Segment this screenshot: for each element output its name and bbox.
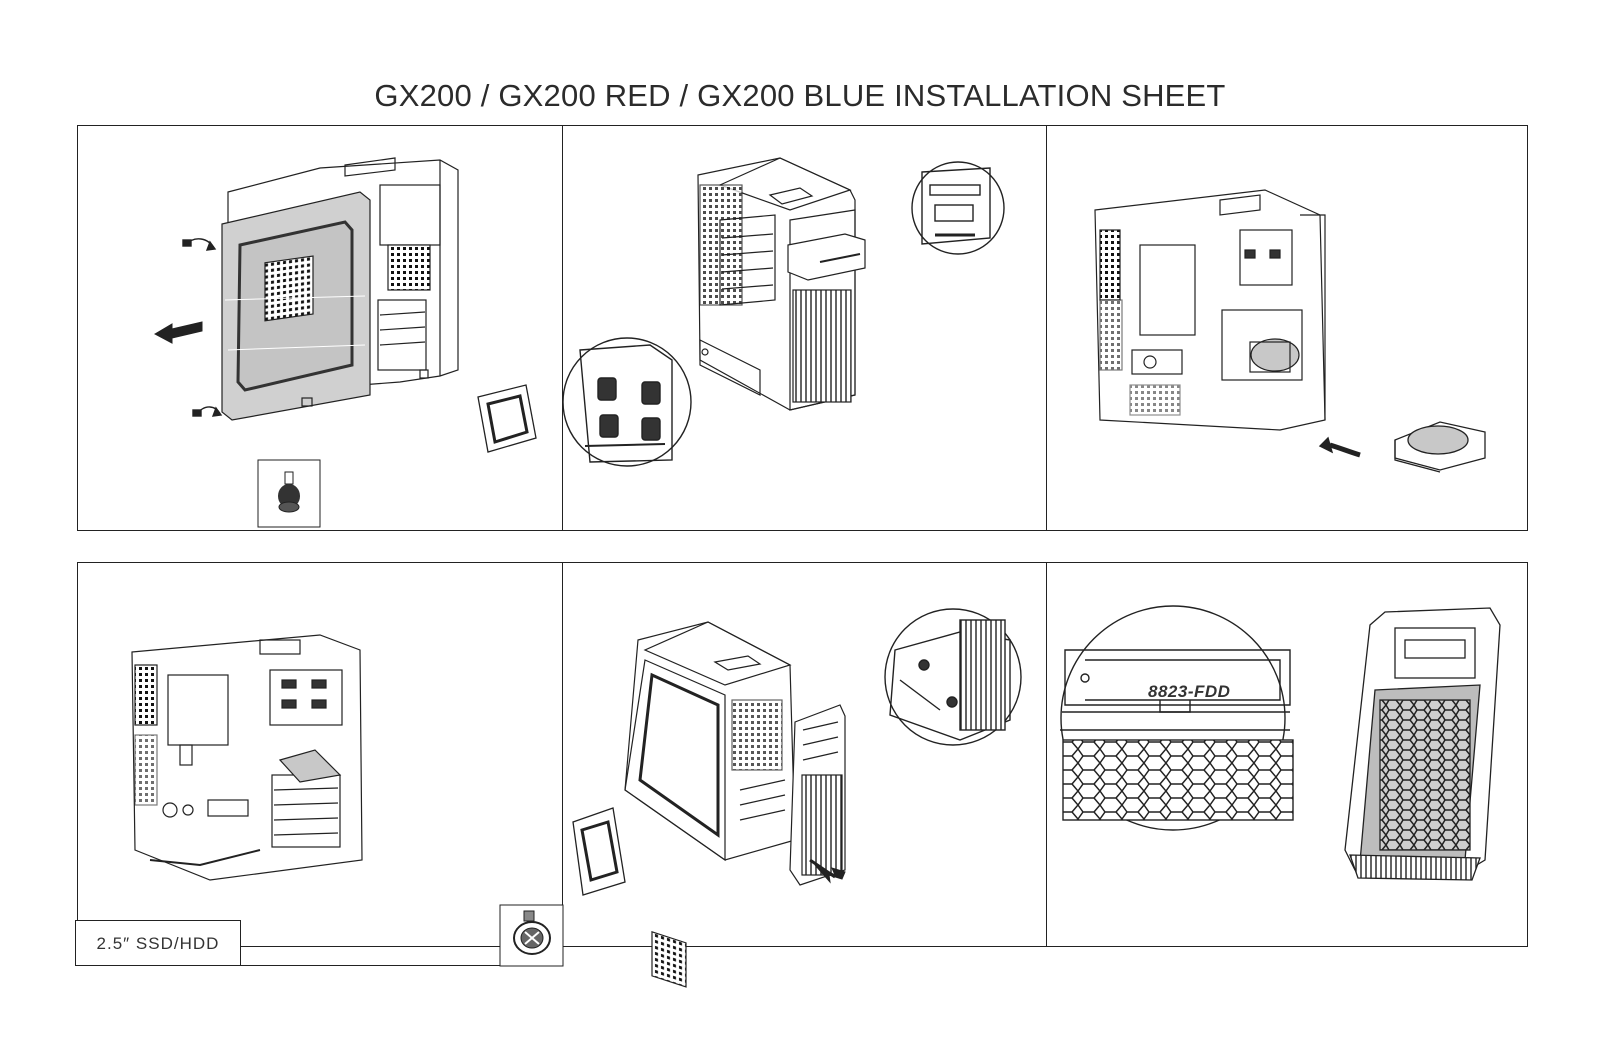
step1-side-panel [221,157,459,421]
magnifier-circle [884,608,1022,746]
panel-divider [1046,126,1047,530]
screw-detail [499,904,564,967]
thumbscrew-detail [257,459,321,528]
hdd-tray [1394,421,1486,473]
panel-divider [562,563,563,946]
step3-hdd-install [1094,189,1326,431]
panel-divider [562,126,563,530]
magnifier-circle [562,337,692,467]
step2-odd-install [697,157,866,411]
arrow-icon [809,858,846,884]
steps-row-1 [77,125,1528,531]
panel-divider [1046,563,1047,946]
sheet-title: GX200 / GX200 RED / GX200 BLUE INSTALLAT… [374,78,1226,113]
step4-ssd-install [131,634,363,881]
front-bezel [1344,607,1501,881]
magnifier-circle [911,161,1005,255]
panel-inset-frame [477,384,537,453]
filter-frame [572,807,626,896]
arrow-icon [1318,436,1361,458]
storage-type-label: 2.5″ SSD/HDD [75,920,241,966]
thumbscrew-icon [182,238,223,417]
fdd-marking-label: 8823-FDD [1148,682,1231,701]
step5-front-panel [624,621,846,988]
magnifier-circle [1060,605,1294,831]
arrow-icon [153,321,203,344]
steps-row-2 [77,562,1528,947]
